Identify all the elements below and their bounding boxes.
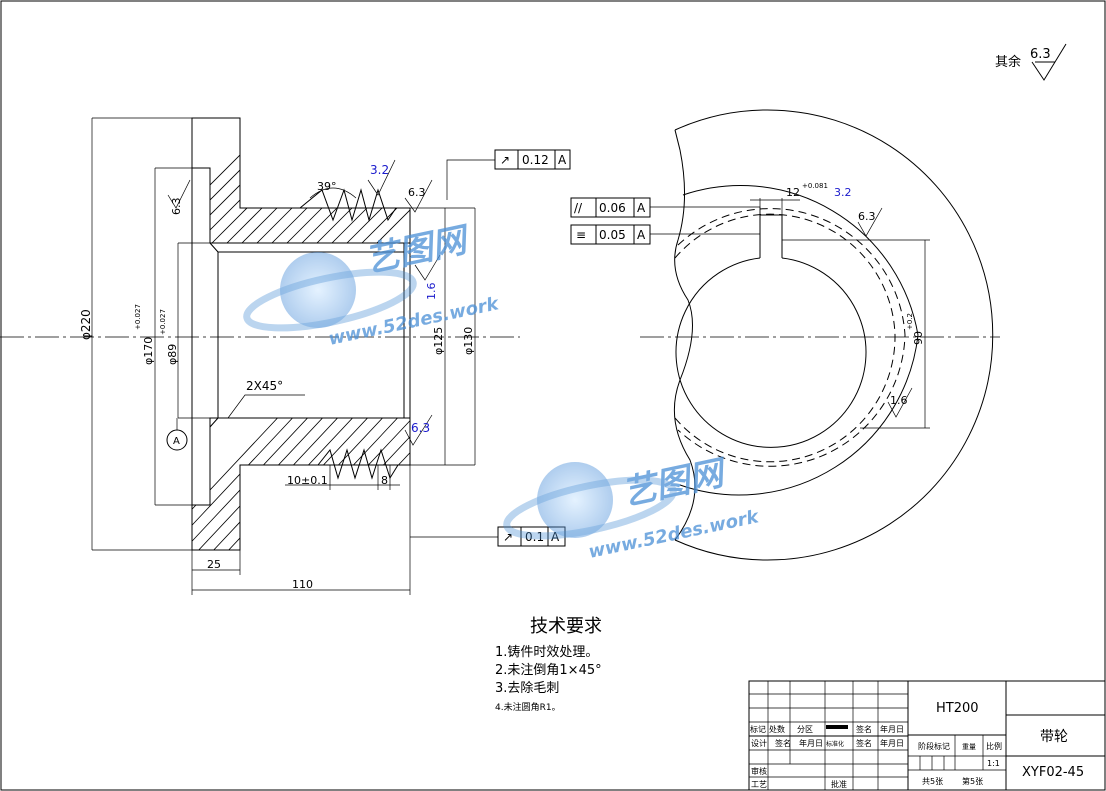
svg-text:签名: 签名	[775, 738, 791, 748]
svg-text:签名: 签名	[856, 724, 872, 734]
svg-text:A: A	[558, 153, 567, 167]
rough-flange: 6.3	[170, 198, 183, 216]
part-name: 带轮	[1040, 729, 1068, 745]
rough-end-bottom: 1.6	[890, 394, 908, 407]
svg-text:设计: 设计	[751, 738, 767, 748]
label-d170: φ170	[142, 337, 155, 365]
tol-frame-3: ≡ 0.05 A	[570, 224, 760, 245]
groove-circle	[679, 185, 919, 496]
other-roughness: 其余 6.3	[995, 43, 1067, 81]
end-view-text: 12 +0.081 3.2 6.3 90 +0.2 1.6	[786, 182, 925, 407]
svg-text:↗: ↗	[503, 530, 513, 544]
tol-frame-2: // 0.06 A	[570, 197, 761, 218]
label-d170-tol: +0.027	[134, 304, 142, 330]
label-d89-tol: +0.027	[159, 309, 167, 335]
label-angle: 39°	[317, 180, 337, 193]
label-chamfer: 2X45°	[246, 379, 283, 393]
dash-circle-2	[674, 213, 896, 463]
svg-text:0.05: 0.05	[599, 228, 626, 242]
svg-text:艺图网: 艺图网	[619, 452, 732, 513]
label-datum-a: A	[173, 436, 180, 447]
svg-text:0.12: 0.12	[522, 153, 549, 167]
svg-text:阶段标记: 阶段标记	[918, 741, 950, 751]
svg-text:↗: ↗	[500, 153, 510, 167]
svg-text:处数: 处数	[769, 724, 785, 734]
svg-text:年月日: 年月日	[880, 724, 904, 734]
rough-key: 3.2	[834, 186, 852, 199]
rough-end-top: 6.3	[858, 210, 876, 223]
label-25: 25	[207, 558, 221, 571]
svg-text:共5张: 共5张	[922, 777, 943, 786]
svg-text:标准化: 标准化	[826, 740, 844, 748]
svg-text:艺图网: 艺图网	[362, 219, 475, 280]
svg-text:标记: 标记	[750, 724, 766, 734]
svg-text:年月日: 年月日	[799, 738, 823, 748]
req-item-3: 3.去除毛刺	[495, 681, 559, 696]
label-groove: 8	[381, 474, 388, 487]
outer-circle	[674, 109, 994, 561]
requirements-title: 技术要求	[530, 616, 602, 637]
svg-text:0.06: 0.06	[599, 201, 626, 215]
svg-text:分区: 分区	[797, 725, 813, 734]
svg-text:审核: 审核	[751, 766, 767, 776]
label-110: 110	[292, 578, 313, 591]
bore-circle	[675, 257, 867, 448]
grooves-top	[299, 188, 397, 222]
rough-rim-top: 6.3	[408, 186, 426, 199]
svg-text:1:1: 1:1	[987, 759, 1000, 768]
grooves-bottom	[317, 448, 399, 480]
svg-text:年月日: 年月日	[880, 738, 904, 748]
svg-text:签名: 签名	[856, 738, 872, 748]
material: HT200	[936, 701, 979, 716]
svg-text:www.52des.work: www.52des.work	[587, 506, 762, 563]
svg-text:A: A	[637, 228, 646, 242]
end-view	[640, 109, 1000, 561]
svg-text:A: A	[551, 530, 560, 544]
svg-text:A: A	[637, 201, 646, 215]
other-rough-value: 6.3	[1030, 47, 1051, 62]
rough-groove-top: 3.2	[370, 163, 389, 177]
break-line	[673, 149, 696, 541]
svg-text://: //	[574, 201, 583, 215]
svg-text:批准: 批准	[831, 779, 847, 789]
svg-text:≡: ≡	[576, 228, 586, 242]
dash-circle-1	[677, 208, 906, 467]
label-key12-tol: +0.081	[802, 182, 828, 190]
label-key12: 12	[786, 186, 800, 199]
svg-text:第5张: 第5张	[962, 776, 983, 786]
label-d125: φ125	[432, 327, 445, 355]
rough-rim-bottom: 6.3	[411, 421, 430, 435]
outline-top	[191, 117, 411, 244]
tol-frame-1: ↗ 0.12 A	[494, 149, 571, 170]
drawing-number: XYF02-45	[1022, 765, 1084, 780]
label-d130: φ130	[462, 327, 475, 355]
svg-text:0.1: 0.1	[525, 530, 544, 544]
section-text: φ220 φ170 +0.027 φ89 +0.027 φ125 φ130 2X…	[79, 163, 475, 591]
label-pitch: 10±0.1	[287, 474, 328, 487]
chamfer-leader	[227, 394, 305, 419]
svg-text:工艺: 工艺	[751, 780, 767, 789]
title-block: 标记 处数 分区 签名 年月日 设计 签名 年月日 标准化 签名 年月日 审核 …	[748, 680, 1106, 791]
requirements: 技术要求 1.铸件时效处理。 2.未注倒角1×45° 3.去除毛刺 4.未注圆角…	[495, 616, 602, 713]
svg-text:比例: 比例	[986, 741, 1002, 751]
other-label: 其余	[995, 54, 1021, 70]
req-item-2: 2.未注倒角1×45°	[495, 663, 602, 678]
label-d220: φ220	[79, 309, 93, 340]
label-d89: φ89	[166, 344, 179, 365]
svg-text:重量: 重量	[962, 743, 976, 751]
keyway	[759, 214, 783, 258]
label-key90-tol: +0.2	[906, 313, 914, 330]
hatch-bottom	[192, 418, 410, 550]
label-key90: 90	[912, 331, 925, 345]
rough-bore: 1.6	[425, 283, 438, 301]
req-item-4: 4.未注圆角R1。	[495, 701, 561, 713]
req-item-1: 1.铸件时效处理。	[495, 644, 598, 660]
